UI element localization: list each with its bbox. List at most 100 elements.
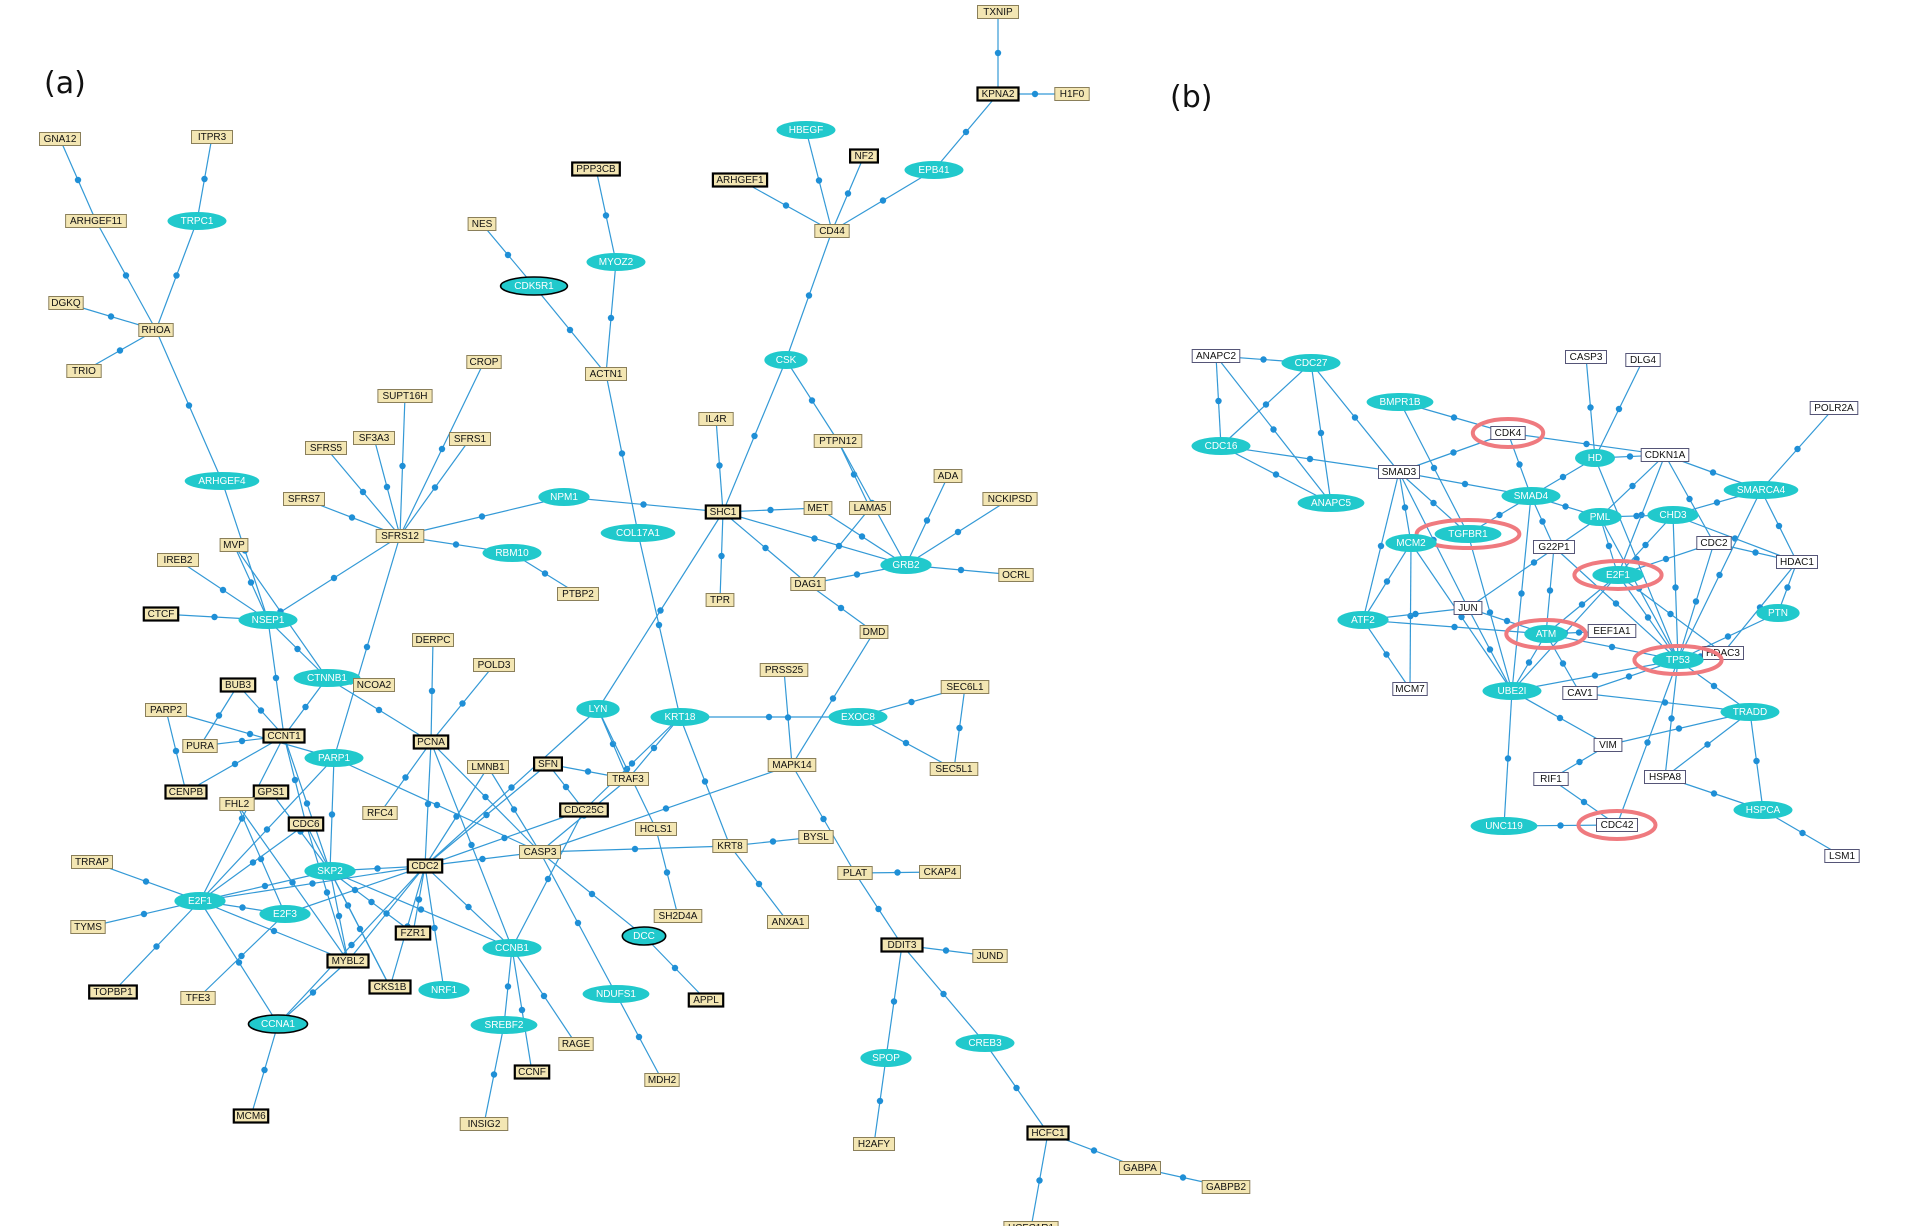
- node-cd44[interactable]: CD44: [814, 224, 850, 238]
- node-nckipsd[interactable]: NCKIPSD: [982, 492, 1038, 506]
- node-sf3a3[interactable]: SF3A3: [353, 431, 395, 445]
- node-mvp[interactable]: MVP: [219, 538, 249, 552]
- node-fhl2[interactable]: FHL2: [219, 797, 255, 811]
- node-trio[interactable]: TRIO: [66, 364, 102, 378]
- node-supt16h[interactable]: SUPT16H: [377, 389, 433, 403]
- node-pml[interactable]: PML: [1578, 508, 1622, 526]
- node-ptbp2[interactable]: PTBP2: [557, 587, 599, 601]
- node-cks1b[interactable]: CKS1B: [368, 979, 412, 995]
- node-smad3[interactable]: SMAD3: [1378, 465, 1420, 479]
- node-parp1[interactable]: PARP1: [304, 749, 364, 767]
- node-cdc6[interactable]: CDC6: [287, 816, 325, 832]
- node-sfrs7[interactable]: SFRS7: [283, 492, 325, 506]
- node-crop[interactable]: CROP: [466, 355, 502, 369]
- node-traf3[interactable]: TRAF3: [607, 772, 649, 786]
- node-hdac1[interactable]: HDAC1: [1776, 555, 1818, 569]
- node-dgkq[interactable]: DGKQ: [48, 296, 84, 310]
- node-kpna2[interactable]: KPNA2: [976, 86, 1020, 102]
- node-topbp1[interactable]: TOPBP1: [88, 984, 138, 1000]
- node-krt8[interactable]: KRT8: [712, 839, 748, 853]
- node-e2f3[interactable]: E2F3: [259, 905, 311, 923]
- node-txnip[interactable]: TXNIP: [977, 5, 1019, 19]
- node-cdk4[interactable]: CDK4: [1470, 417, 1546, 449]
- node-ccna1[interactable]: CCNA1: [247, 1014, 309, 1034]
- node-e2f1[interactable]: E2F1: [1572, 559, 1664, 591]
- node-hd[interactable]: HD: [1575, 449, 1615, 467]
- node-nrf1[interactable]: NRF1: [418, 981, 470, 999]
- node-ccnb1[interactable]: CCNB1: [482, 939, 542, 957]
- node-rbm10[interactable]: RBM10: [482, 544, 542, 562]
- node-cdc25c[interactable]: CDC25C: [559, 802, 609, 818]
- node-hspca[interactable]: HSPCA: [1733, 801, 1793, 819]
- node-ppp3cb[interactable]: PPP3CB: [571, 161, 621, 177]
- node-krt18[interactable]: KRT18: [650, 708, 710, 726]
- node-mcm6[interactable]: MCM6: [232, 1108, 270, 1124]
- node-pold3[interactable]: POLD3: [473, 658, 515, 672]
- node-spop[interactable]: SPOP: [860, 1049, 912, 1067]
- node-cenpb[interactable]: CENPB: [164, 784, 208, 800]
- node-srebf2[interactable]: SREBF2: [470, 1016, 538, 1034]
- node-sfrs1[interactable]: SFRS1: [449, 432, 491, 446]
- node-vim[interactable]: VIM: [1593, 738, 1623, 752]
- node-dlg4[interactable]: DLG4: [1625, 353, 1661, 367]
- node-atf2[interactable]: ATF2: [1337, 611, 1389, 629]
- node-cdkn1a[interactable]: CDKN1A: [1640, 448, 1690, 462]
- node-cdc16[interactable]: CDC16: [1191, 437, 1251, 455]
- node-eef1a1[interactable]: EEF1A1: [1587, 624, 1637, 638]
- node-ctnnb1[interactable]: CTNNB1: [293, 669, 361, 687]
- node-smad4[interactable]: SMAD4: [1501, 487, 1561, 505]
- node-creb3[interactable]: CREB3: [955, 1034, 1015, 1052]
- node-sfrs5[interactable]: SFRS5: [305, 441, 347, 455]
- node-gabpb2[interactable]: GABPB2: [1201, 1180, 1251, 1194]
- node-il4r[interactable]: IL4R: [698, 412, 734, 426]
- node-h2afy[interactable]: H2AFY: [853, 1137, 895, 1151]
- node-nf2[interactable]: NF2: [848, 148, 879, 164]
- node-appl[interactable]: APPL: [687, 992, 725, 1008]
- node-ccnt1[interactable]: CCNT1: [262, 728, 306, 744]
- node-itpr3[interactable]: ITPR3: [191, 130, 233, 144]
- node-derpc[interactable]: DERPC: [412, 633, 454, 647]
- node-ptn[interactable]: PTN: [1756, 604, 1800, 622]
- node-insig2[interactable]: INSIG2: [459, 1117, 509, 1131]
- node-ptpn12[interactable]: PTPN12: [813, 434, 863, 448]
- node-ube2i[interactable]: UBE2I: [1482, 682, 1542, 700]
- node-lama5[interactable]: LAMA5: [849, 501, 891, 515]
- node-trpc1[interactable]: TRPC1: [167, 212, 227, 230]
- node-tfe3[interactable]: TFE3: [180, 991, 216, 1005]
- node-ocrl[interactable]: OCRL: [998, 568, 1034, 582]
- node-jund[interactable]: JUND: [972, 949, 1008, 963]
- node-hcfc1r1[interactable]: HCFC1R1: [1003, 1221, 1059, 1226]
- node-mcm7[interactable]: MCM7: [1392, 682, 1428, 696]
- node-actn1[interactable]: ACTN1: [585, 367, 627, 381]
- node-bysl[interactable]: BYSL: [798, 830, 834, 844]
- node-anxa1[interactable]: ANXA1: [767, 915, 809, 929]
- node-ckap4[interactable]: CKAP4: [919, 865, 961, 879]
- node-npm1[interactable]: NPM1: [538, 488, 590, 506]
- node-gabpa[interactable]: GABPA: [1119, 1161, 1161, 1175]
- node-mybl2[interactable]: MYBL2: [326, 953, 370, 969]
- node-shc1[interactable]: SHC1: [704, 504, 742, 520]
- node-grb2[interactable]: GRB2: [880, 556, 932, 574]
- node-nes[interactable]: NES: [467, 217, 497, 231]
- node-fzr1[interactable]: FZR1: [394, 925, 432, 941]
- node-smarca4[interactable]: SMARCA4: [1723, 481, 1799, 499]
- node-tp53[interactable]: TP53: [1632, 644, 1724, 676]
- node-parp2[interactable]: PARP2: [145, 703, 187, 717]
- node-cdc42[interactable]: CDC42: [1576, 809, 1658, 841]
- node-tgfbr1[interactable]: TGFBR1: [1414, 518, 1522, 550]
- node-prss25[interactable]: PRSS25: [759, 663, 809, 677]
- node-myoz2[interactable]: MYOZ2: [586, 253, 646, 271]
- node-bmpr1b[interactable]: BMPR1B: [1366, 393, 1434, 411]
- node-sfrs12[interactable]: SFRS12: [375, 529, 425, 543]
- node-ada[interactable]: ADA: [933, 469, 963, 483]
- node-anapc2[interactable]: ANAPC2: [1191, 349, 1241, 363]
- node-ncoa2[interactable]: NCOA2: [353, 678, 395, 692]
- node-gna12[interactable]: GNA12: [39, 132, 81, 146]
- node-arhgef4[interactable]: ARHGEF4: [184, 472, 260, 490]
- node-hbegf[interactable]: HBEGF: [776, 121, 836, 139]
- node-gps1[interactable]: GPS1: [252, 784, 290, 800]
- node-epb41[interactable]: EPB41: [904, 161, 964, 179]
- node-pura[interactable]: PURA: [182, 739, 218, 753]
- node-tpr[interactable]: TPR: [705, 593, 735, 607]
- node-trrap[interactable]: TRRAP: [71, 855, 113, 869]
